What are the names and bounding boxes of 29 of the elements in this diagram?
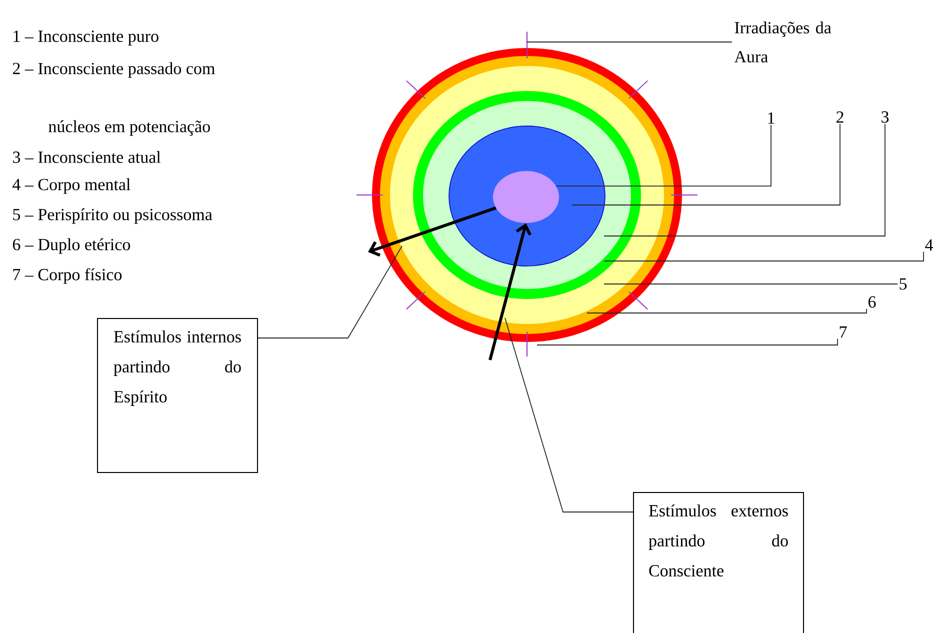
callout-number: 5 xyxy=(900,278,907,290)
key-text: núcleos em potenciação xyxy=(48,120,210,136)
text-box: Estímulos internos partindo do Espírito xyxy=(97,318,258,473)
callout-text: Irradiações da Aura xyxy=(734,22,832,62)
leader-line xyxy=(504,318,634,512)
arrow xyxy=(488,223,532,360)
callout-number: 6 xyxy=(868,296,876,308)
leader-line xyxy=(536,338,838,346)
key-text: 6 – Duplo etérico xyxy=(12,238,130,254)
callout-number: 2 xyxy=(836,111,844,123)
callout-number: 1 xyxy=(768,112,774,124)
arrow xyxy=(368,206,496,257)
callout-number: 4 xyxy=(925,239,933,251)
key-text: 4 – Corpo mental xyxy=(12,178,130,194)
text-box: Estímulos externos partindo do Consciente xyxy=(633,492,804,633)
core-ellipse xyxy=(493,171,559,223)
key-text: 1 – Inconsciente puro xyxy=(14,30,158,46)
callout-number: 3 xyxy=(882,111,889,123)
leader-line xyxy=(604,251,924,262)
key-text: 5 – Perispírito ou psicossoma xyxy=(13,208,212,224)
key-text: 2 – Inconsciente passado com xyxy=(12,62,215,78)
key-text: 3 – Inconsciente atual xyxy=(13,151,161,163)
leader-line xyxy=(258,246,402,338)
key-text: 7 – Corpo físico xyxy=(13,268,122,284)
leader-line xyxy=(572,123,840,206)
callout-number: 7 xyxy=(840,326,847,338)
leader-line xyxy=(556,124,772,186)
leader-line xyxy=(604,123,886,236)
leader-line xyxy=(586,308,867,314)
